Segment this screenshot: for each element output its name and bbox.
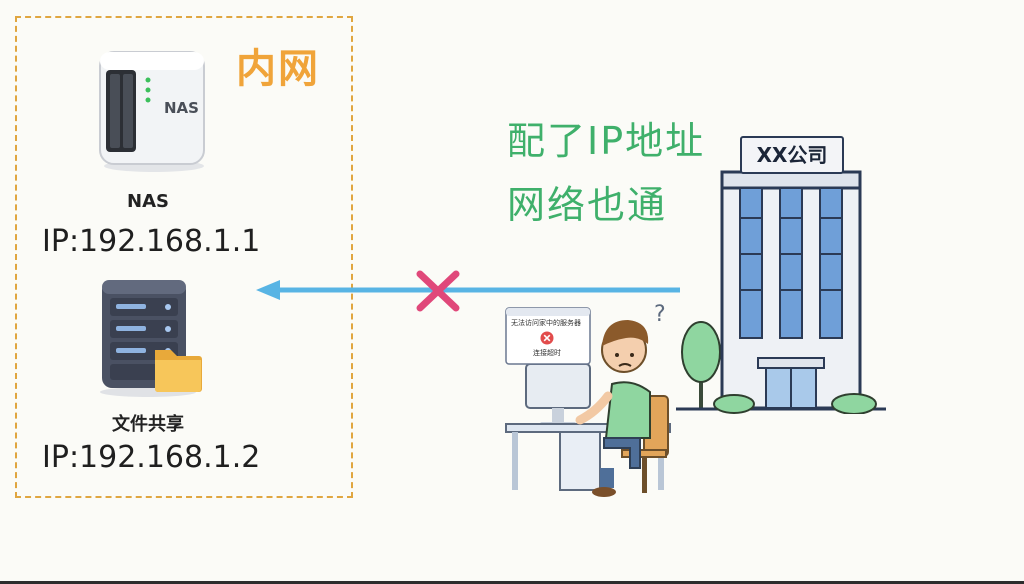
- nas-label: NAS: [127, 191, 169, 212]
- note-line-2: 网络也通: [507, 183, 668, 227]
- nas-ip: IP:192.168.1.1: [42, 224, 261, 259]
- server-icon: [100, 280, 196, 397]
- question-mark: ?: [654, 302, 666, 327]
- note-line-1: 配了IP地址: [507, 119, 706, 163]
- error-icon: [540, 331, 554, 345]
- lan-title: 内网: [236, 46, 320, 92]
- connection-arrow: [256, 280, 680, 300]
- error-dialog-message: 连接超时: [533, 349, 561, 357]
- blocked-x-icon: [416, 270, 460, 312]
- company-building: [676, 170, 886, 414]
- nas-icon: [99, 51, 205, 172]
- worker-illustration: [505, 320, 671, 497]
- error-dialog-title: 无法访问家中的服务器: [511, 319, 581, 327]
- file-share-ip: IP:192.168.1.2: [42, 440, 261, 475]
- nas-badge: NAS: [164, 99, 199, 117]
- file-share-label: 文件共享: [112, 414, 184, 435]
- bottom-border: [0, 581, 1024, 584]
- company-sign: XX公司: [740, 136, 844, 174]
- lan-boundary: [15, 16, 353, 498]
- folder-icon: [155, 350, 202, 392]
